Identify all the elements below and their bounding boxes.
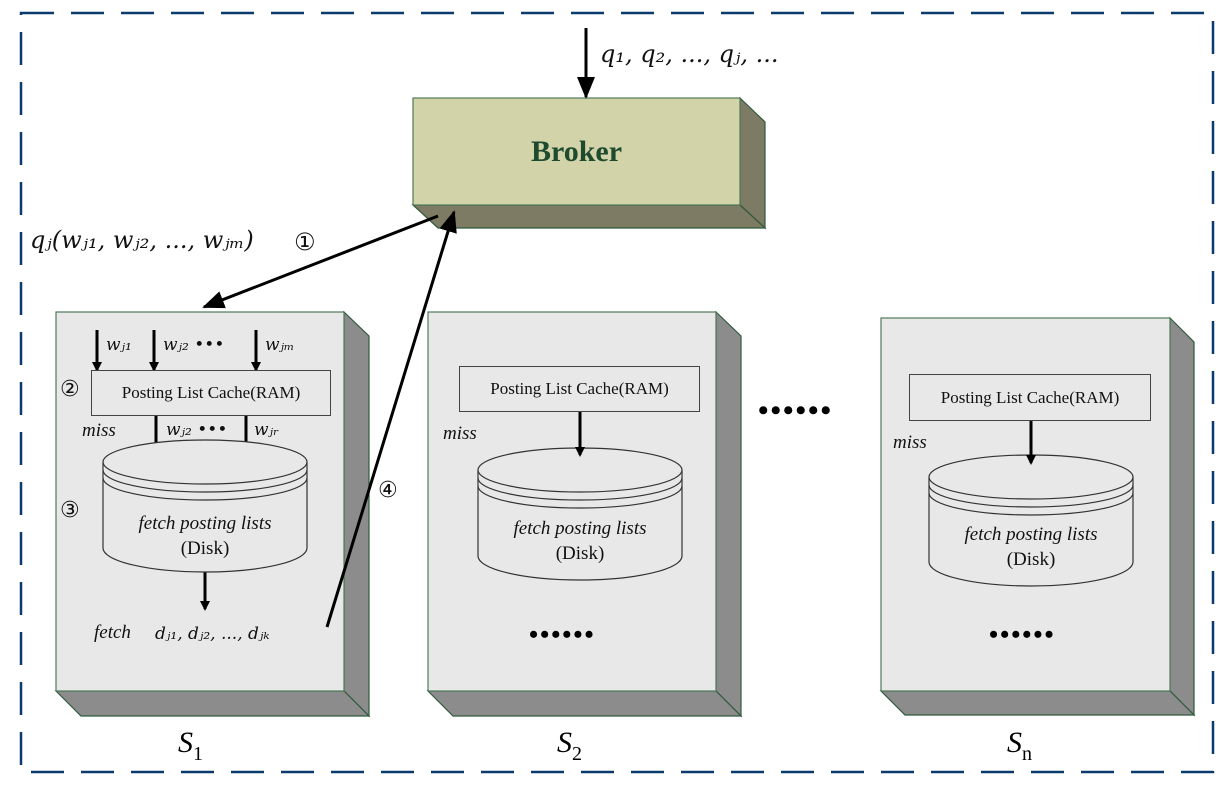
posting-list-cache-s2: Posting List Cache(RAM) [459, 366, 700, 412]
server-label-sn: Sn [1007, 726, 1032, 765]
broker-box [411, 96, 767, 230]
miss-terms-s1: wⱼ₂ ••• [166, 420, 228, 440]
term-wjm: wⱼₘ [265, 335, 295, 355]
miss-label-sn: miss [893, 432, 927, 453]
server-label-s2: S2 [557, 726, 582, 765]
disk-s2 [477, 447, 683, 581]
miss-label-s1: miss [82, 420, 116, 441]
fetched-docs-s1: dⱼ₁, dⱼ₂, ..., dⱼₖ [155, 624, 270, 644]
result-return-arrow [325, 210, 457, 628]
disk-action-sn: fetch posting lists [964, 524, 1098, 545]
disk-action-s1: fetch posting lists [138, 513, 272, 534]
query-terms-label: qⱼ(wⱼ₁, wⱼ₂, ..., wⱼₘ) [30, 226, 254, 254]
step-4-marker: ④ [378, 478, 398, 503]
step-3-marker: ③ [60, 498, 80, 523]
disk-label-sn: fetch posting lists (Disk) [929, 522, 1133, 572]
step-2-marker: ② [60, 377, 80, 402]
disk-action-s2: fetch posting lists [513, 518, 647, 539]
more-servers-indicator: •••••• [758, 394, 834, 427]
broker-label: Broker [530, 134, 623, 168]
disk-label-s1: fetch posting lists (Disk) [103, 511, 307, 561]
term-wj2: wⱼ₂ ••• [163, 335, 225, 355]
query-dispatch-arrow [202, 214, 439, 309]
incoming-queries-label: q₁, q₂, ..., qⱼ, ... [600, 40, 779, 68]
more-indicator-s2: •••••• [529, 620, 596, 649]
disk-label-s2: fetch posting lists (Disk) [478, 516, 682, 566]
posting-list-cache-sn: Posting List Cache(RAM) [909, 374, 1151, 421]
disk-type-sn: (Disk) [1006, 549, 1056, 570]
miss-label-s2: miss [443, 423, 477, 444]
broker-front [412, 97, 741, 206]
disk-type-s2: (Disk) [555, 543, 605, 564]
disk-sn [928, 454, 1134, 587]
system-boundary [19, 11, 1215, 774]
broker-bottom [411, 204, 767, 229]
fetch-label-s1: fetch [94, 622, 131, 643]
disk-type-s1: (Disk) [180, 538, 230, 559]
step-1-marker: ① [294, 228, 316, 256]
disk-s1 [102, 439, 308, 573]
miss-term-last-s1: wⱼᵣ [254, 420, 279, 440]
posting-list-cache-s1: Posting List Cache(RAM) [91, 370, 331, 416]
more-indicator-sn: •••••• [989, 620, 1056, 649]
term-wj1: wⱼ₁ [106, 335, 132, 355]
server-label-s1: S1 [178, 726, 203, 765]
